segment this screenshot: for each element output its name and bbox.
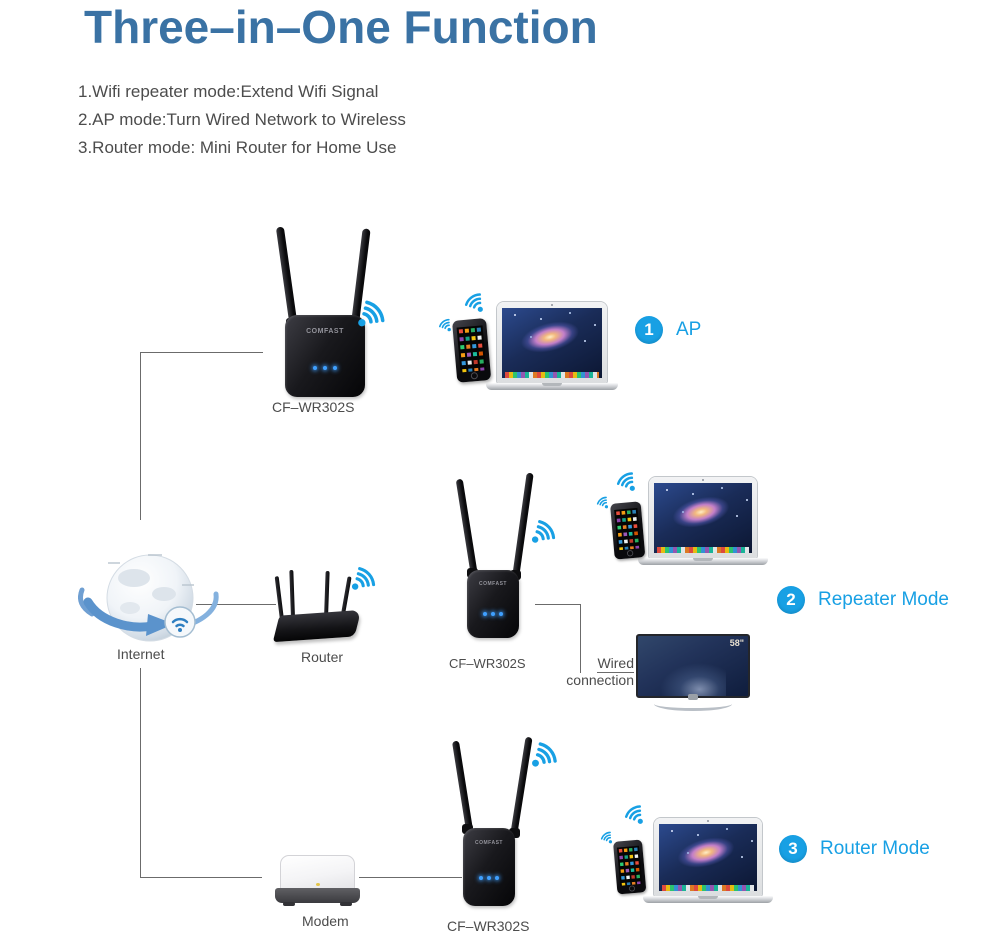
repeater-led-indicators [483, 612, 503, 617]
feature-item-3: 3.Router mode: Mini Router for Home Use [78, 138, 397, 157]
wifi-signal-icon [349, 562, 381, 594]
page-title: Three–in–One Function [84, 1, 598, 53]
repeater-model-label-3: CF–WR302S [447, 918, 530, 934]
repeater-led-indicators [313, 365, 337, 370]
wifi-signal-icon [598, 828, 615, 845]
feature-list: 1.Wifi repeater mode:Extend Wifi Signal … [78, 78, 406, 162]
connector-vertical-bottom [140, 668, 141, 878]
internet-label: Internet [117, 646, 165, 662]
modem-device [275, 855, 360, 907]
mode-number-1: 1 [635, 316, 663, 344]
mode-badge-router: 3 Router Mode [779, 835, 930, 863]
repeater-device-3: COMFAST [446, 736, 546, 911]
mode-number-2: 2 [777, 586, 805, 614]
modem-label: Modem [302, 913, 349, 929]
wifi-signal-icon [594, 493, 611, 510]
connector-internet-to-router [196, 604, 276, 605]
wifi-signal-icon [436, 315, 454, 333]
mode-number-3: 3 [779, 835, 807, 863]
router-label: Router [301, 649, 344, 665]
laptop-device-3 [643, 818, 773, 903]
wifi-signal-icon [529, 737, 563, 771]
mode-label-repeater: Repeater Mode [818, 589, 949, 610]
router-device [272, 566, 362, 644]
connector-repeater2-wired-h [535, 604, 581, 605]
phone-device-2 [610, 501, 646, 560]
repeater-brand-label: COMFAST [475, 840, 503, 847]
wifi-signal-icon [529, 515, 561, 547]
laptop-device-2 [638, 477, 768, 565]
connector-modem-to-repeater3 [359, 877, 462, 878]
feature-item-1: 1.Wifi repeater mode:Extend Wifi Signal [78, 82, 379, 101]
mode-label-ap: AP [676, 319, 702, 340]
mode-label-router: Router Mode [820, 838, 930, 859]
phone-device-3 [613, 839, 647, 895]
wired-connection-label: Wired connection [566, 655, 634, 688]
feature-item-2: 2.AP mode:Turn Wired Network to Wireless [78, 110, 406, 129]
repeater-model-label-1: CF–WR302S [272, 399, 355, 415]
repeater-brand-label: COMFAST [479, 580, 507, 587]
connector-repeater2-wired-v [580, 604, 581, 673]
mode-badge-repeater: 2 Repeater Mode [777, 586, 949, 614]
phone-device-1 [452, 318, 492, 383]
repeater-device-1: COMFAST [268, 226, 388, 401]
repeater-led-indicators [479, 876, 499, 881]
connector-vertical-top [140, 352, 141, 520]
tv-device: 58" [636, 634, 750, 714]
wifi-signal-icon [612, 466, 639, 493]
tv-size-label: 58" [729, 638, 744, 648]
repeater-brand-label: COMFAST [306, 328, 344, 336]
connector-to-modem [140, 877, 262, 878]
repeater-device-2: COMFAST [448, 470, 548, 670]
mode-badge-ap: 1 AP [635, 316, 701, 344]
laptop-device-1 [486, 302, 618, 390]
connector-internet-to-repeater1 [140, 352, 263, 353]
internet-globe-icon [78, 550, 236, 654]
wifi-signal-icon [460, 287, 487, 314]
repeater-model-label-2: CF–WR302S [449, 656, 526, 671]
wifi-signal-icon [355, 295, 391, 331]
